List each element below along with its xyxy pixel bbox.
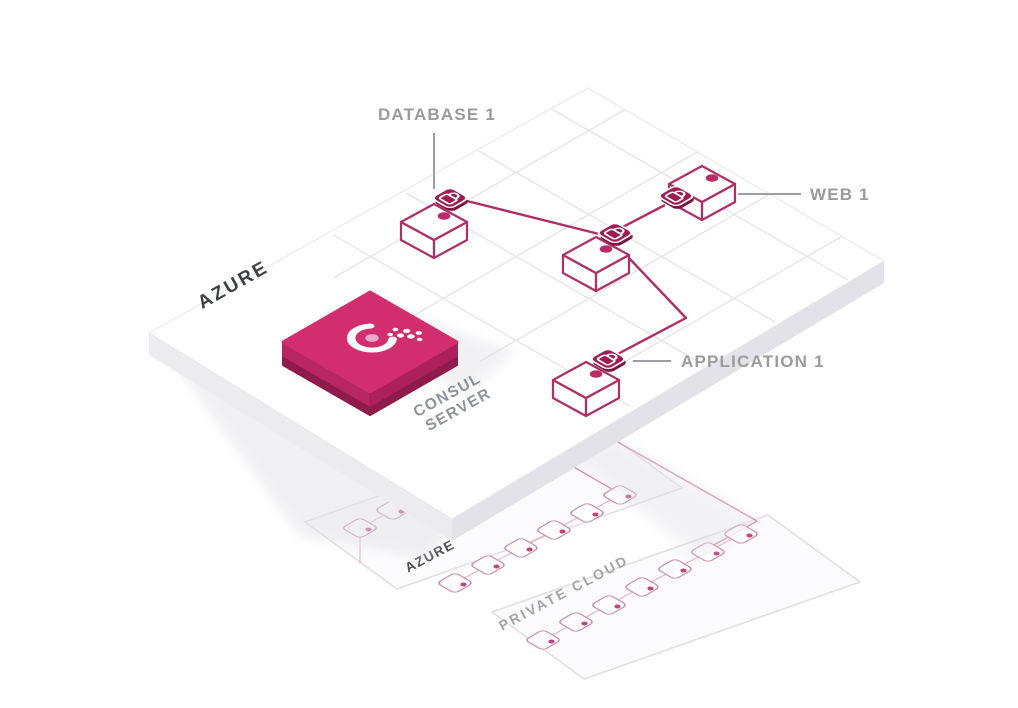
consul-server-cube	[281, 290, 459, 416]
application-node-label: APPLICATION 1	[681, 352, 825, 371]
funnel-shadow-right	[565, 438, 760, 560]
layer-link-line	[571, 465, 618, 493]
connection-consul-web	[616, 203, 666, 232]
consul-logo	[346, 323, 423, 353]
database-node-label: DATABASE 1	[378, 105, 496, 124]
connection-database-consul	[466, 199, 604, 237]
connection-consul-application	[613, 256, 688, 358]
web-node-label: WEB 1	[810, 185, 870, 204]
private-cloud-panel	[491, 514, 861, 680]
